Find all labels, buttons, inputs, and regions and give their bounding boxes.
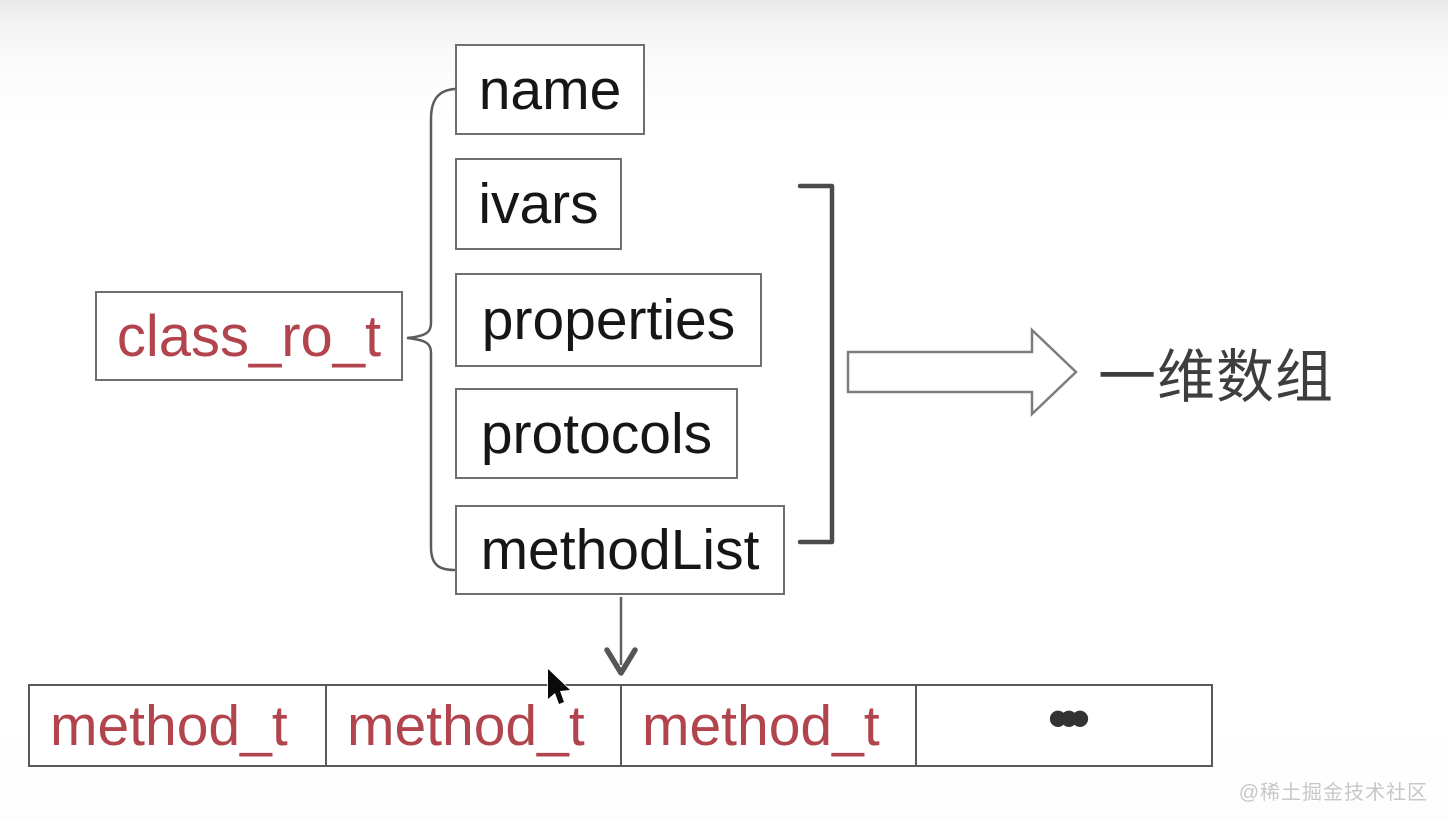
- field-box-methodlist: methodList: [455, 505, 785, 595]
- array-annotation: 一维数组: [1098, 345, 1335, 410]
- field-label-protocols: protocols: [480, 401, 713, 466]
- curly-brace-connector: [406, 87, 457, 572]
- method-table: method_t method_t method_t •••: [28, 684, 1213, 767]
- method-table-cell: method_t: [622, 686, 917, 765]
- method-t-label: method_t: [50, 693, 288, 758]
- field-label-ivars: ivars: [478, 172, 599, 236]
- method-t-label: method_t: [642, 693, 880, 758]
- field-label-properties: properties: [481, 288, 736, 352]
- class-ro-t-box: class_ro_t: [95, 291, 403, 381]
- watermark: @稀土掘金技术社区: [1238, 782, 1428, 804]
- mouse-cursor-icon: [547, 668, 571, 705]
- field-box-properties: properties: [455, 273, 762, 367]
- block-arrow-right-icon: [846, 327, 1078, 417]
- method-table-cell: method_t: [30, 686, 327, 765]
- field-label-methodlist: methodList: [480, 518, 760, 582]
- field-box-ivars: ivars: [455, 158, 622, 250]
- class-ro-t-label: class_ro_t: [116, 303, 382, 369]
- method-table-ellipsis-cell: •••: [917, 685, 1211, 765]
- field-box-protocols: protocols: [455, 388, 738, 479]
- method-table-cell: method_t: [327, 686, 622, 765]
- ellipsis-dots: •••: [1047, 685, 1090, 752]
- method-t-label: method_t: [347, 693, 585, 758]
- square-bracket-connector: [797, 183, 835, 545]
- field-box-name: name: [455, 44, 645, 135]
- down-arrow-icon: [604, 597, 638, 676]
- field-label-name: name: [478, 57, 622, 122]
